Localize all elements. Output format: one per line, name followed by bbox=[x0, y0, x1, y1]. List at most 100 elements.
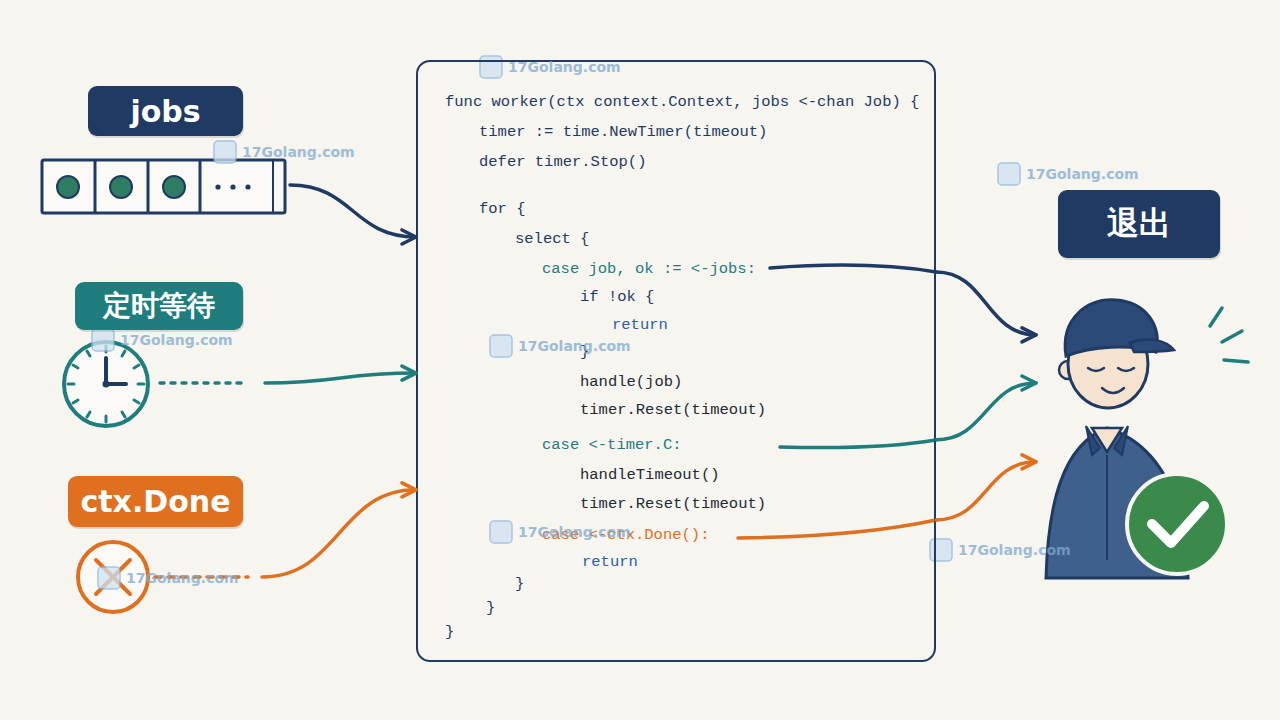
worker-person bbox=[1210, 308, 1222, 326]
code-line: case <-ctx.Done(): bbox=[542, 524, 709, 546]
cancel-icon bbox=[96, 560, 130, 594]
cancel-icon bbox=[155, 575, 248, 579]
leader-lines bbox=[738, 520, 936, 538]
job-queue-icon bbox=[110, 176, 132, 198]
cancel-icon bbox=[78, 542, 148, 612]
watermark-icon bbox=[92, 329, 114, 351]
clock-icon bbox=[64, 342, 248, 426]
code-line: for { bbox=[479, 198, 526, 220]
code-line: timer.Reset(timeout) bbox=[580, 493, 766, 515]
clock-icon bbox=[134, 365, 139, 368]
job-queue-icon bbox=[215, 184, 220, 189]
clock-icon bbox=[87, 412, 90, 417]
worker-person bbox=[1118, 368, 1134, 371]
job-queue-icon bbox=[272, 160, 274, 213]
success-check bbox=[1127, 474, 1227, 574]
worker-person bbox=[1114, 426, 1128, 455]
flow-arrow bbox=[936, 462, 1036, 520]
exit-label: 退出 bbox=[1058, 190, 1220, 258]
worker-person bbox=[1088, 368, 1104, 371]
clock-icon bbox=[64, 342, 148, 426]
job-queue-icon bbox=[199, 160, 202, 213]
watermark: 17Golang.com bbox=[518, 337, 631, 355]
code-line: handleTimeout() bbox=[580, 464, 720, 486]
code-line: select { bbox=[515, 228, 589, 250]
code-line: func worker(ctx context.Context, jobs <-… bbox=[445, 91, 919, 113]
success-check bbox=[1152, 506, 1204, 543]
code-line: return bbox=[612, 314, 668, 336]
watermark-icon bbox=[998, 163, 1020, 185]
clock-icon bbox=[105, 416, 108, 422]
code-line: timer.Reset(timeout) bbox=[580, 399, 766, 421]
watermark: 17Golang.com bbox=[126, 569, 239, 587]
job-queue-icon bbox=[94, 160, 97, 213]
clock-icon bbox=[68, 383, 74, 386]
watermark: 17Golang.com bbox=[1026, 165, 1139, 183]
flow-arrow bbox=[936, 272, 1036, 335]
job-queue-icon bbox=[147, 160, 150, 213]
watermark-icon bbox=[98, 567, 120, 589]
watermark: 17Golang.com bbox=[958, 541, 1071, 559]
clock-icon bbox=[134, 400, 139, 403]
code-block: func worker(ctx context.Context, jobs <-… bbox=[416, 60, 936, 662]
code-line: } bbox=[486, 597, 495, 619]
clock-icon bbox=[138, 383, 144, 386]
worker-person bbox=[1222, 331, 1242, 342]
clock-icon bbox=[122, 412, 125, 417]
watermark: 17Golang.com bbox=[120, 331, 233, 349]
clock-icon bbox=[68, 346, 144, 422]
flow-arrow bbox=[262, 490, 416, 577]
input-group: 定时等待 bbox=[58, 280, 265, 430]
watermark-icon bbox=[490, 335, 512, 357]
flow-arrow bbox=[290, 185, 416, 237]
leader-lines bbox=[770, 265, 936, 272]
code-line: timer := time.NewTimer(timeout) bbox=[479, 121, 767, 143]
input-group: jobs bbox=[38, 84, 290, 218]
watermark-icon bbox=[214, 141, 236, 163]
job-queue-icon bbox=[163, 176, 185, 198]
input-group: ctx.Done bbox=[58, 474, 262, 616]
worker-person bbox=[1210, 308, 1248, 362]
worker-person bbox=[1086, 426, 1100, 455]
watermark: 17Golang.com bbox=[242, 143, 355, 161]
worker-person bbox=[1224, 360, 1248, 362]
worker-person bbox=[1106, 455, 1108, 560]
code-line: handle(job) bbox=[580, 371, 682, 393]
code-line: } bbox=[445, 621, 454, 643]
worker-person bbox=[1102, 388, 1124, 393]
job-queue-icon bbox=[42, 160, 285, 213]
code-line: if !ok { bbox=[580, 286, 654, 308]
cancel-icon bbox=[96, 560, 130, 594]
flow-arrow bbox=[265, 373, 416, 383]
cancel-icon bbox=[78, 542, 248, 612]
clock-icon bbox=[104, 358, 108, 384]
exit-group: 退出 bbox=[1036, 186, 1236, 584]
input-label: 定时等待 bbox=[75, 282, 243, 330]
clock-icon bbox=[103, 381, 110, 388]
job-queue-icon bbox=[230, 184, 235, 189]
clock-icon bbox=[73, 365, 78, 368]
worker-person bbox=[1046, 300, 1248, 578]
input-label: jobs bbox=[88, 86, 243, 136]
code-line: case <-timer.C: bbox=[542, 434, 682, 456]
watermark-icon bbox=[930, 539, 952, 561]
code-line: } bbox=[515, 573, 524, 595]
clock-icon bbox=[160, 381, 248, 385]
worker-person bbox=[1130, 339, 1174, 352]
success-check bbox=[1127, 474, 1227, 574]
job-queue-icon bbox=[42, 160, 285, 213]
leader-lines bbox=[780, 440, 936, 448]
code-line: return bbox=[582, 551, 638, 573]
clock-icon bbox=[122, 351, 125, 356]
watermark-icon bbox=[490, 521, 512, 543]
code-line: } bbox=[580, 341, 589, 363]
code-line: defer timer.Stop() bbox=[479, 151, 646, 173]
code-line: case job, ok := <-jobs: bbox=[542, 258, 756, 280]
job-queue-icon bbox=[57, 176, 79, 198]
flow-arrow bbox=[936, 383, 1036, 440]
job-queue-icon bbox=[245, 184, 250, 189]
leader-lines bbox=[738, 265, 936, 538]
clock-icon bbox=[87, 351, 90, 356]
